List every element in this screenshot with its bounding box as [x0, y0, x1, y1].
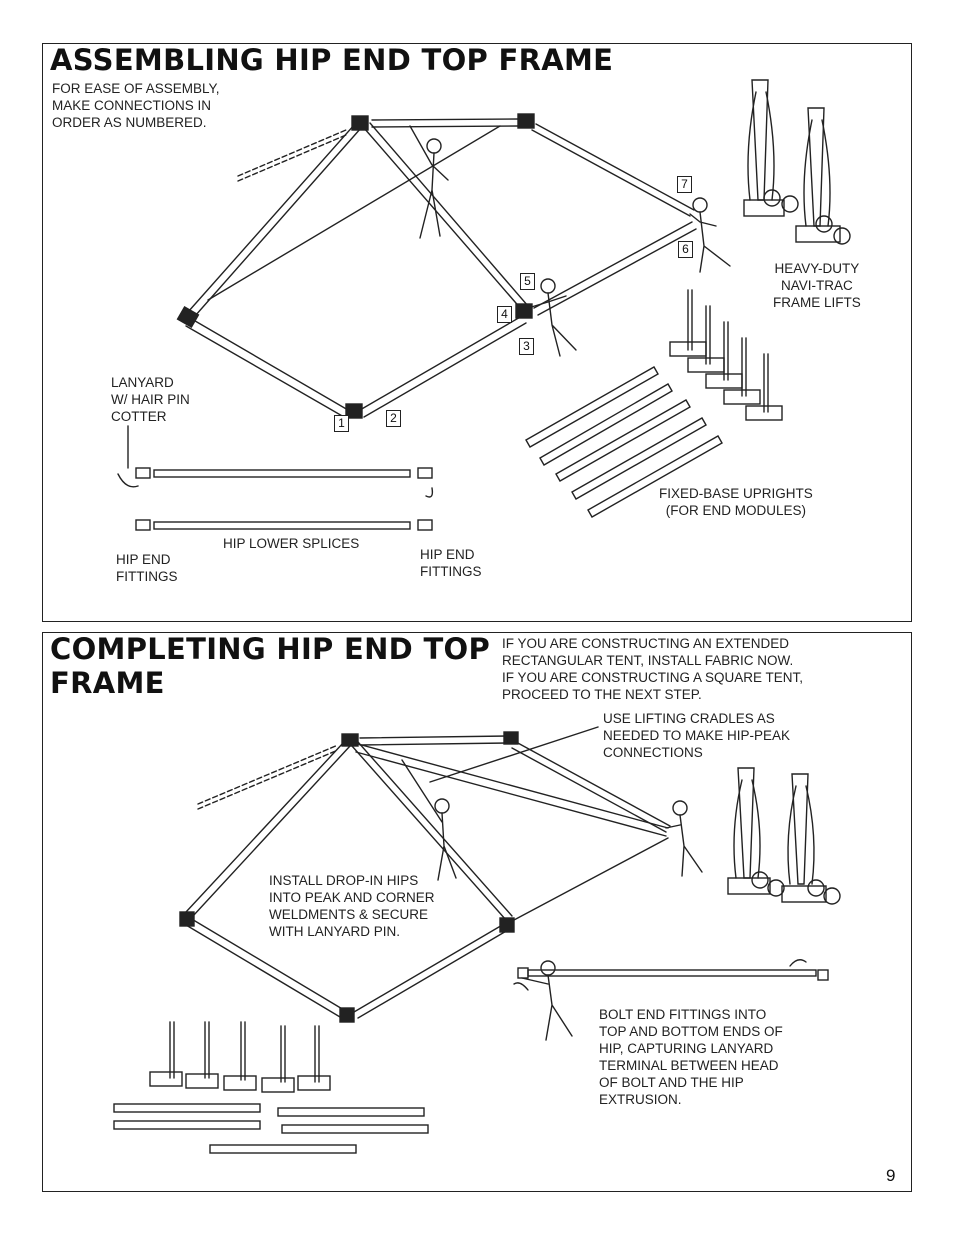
lanyard-label: LANYARD W/ HAIR PIN COTTER	[111, 375, 190, 424]
step-number: 6	[678, 241, 693, 258]
step-number: 3	[519, 338, 534, 355]
worker-figure-bolting	[521, 960, 573, 1041]
completing-panel	[42, 632, 912, 1192]
assembling-panel	[42, 43, 912, 622]
worker-figure-peak	[401, 759, 457, 881]
step-number: 4	[497, 306, 512, 323]
drop-in-hips-label: INSTALL DROP-IN HIPS INTO PEAK AND CORNE…	[269, 873, 435, 939]
front-right-rail	[359, 315, 527, 418]
section1-title: ASSEMBLING HIP END TOP FRAME	[50, 43, 614, 77]
fixed-base-uprights	[669, 289, 783, 421]
frame-lift-2	[795, 107, 851, 245]
hip-with-end-fittings	[513, 959, 829, 991]
step-number: 5	[520, 273, 535, 290]
frame-lift-1	[743, 79, 799, 217]
frame-lifts-label: HEAVY-DUTY NAVI-TRAC FRAME LIFTS	[773, 261, 861, 310]
hip-lower-splices	[117, 425, 434, 531]
assembly-order-instructions: FOR EASE OF ASSEMBLY, MAKE CONNECTIONS I…	[52, 81, 220, 130]
worker-figure-peak	[409, 125, 449, 239]
hip-lower-splices-label: HIP LOWER SPLICES	[223, 536, 360, 551]
fabric-note: IF YOU ARE CONSTRUCTING AN EXTENDED RECT…	[502, 636, 804, 702]
worker-figure-side	[689, 197, 731, 273]
step-number: 7	[677, 176, 692, 193]
upright-bars	[525, 366, 723, 518]
upright-bars	[113, 1103, 429, 1154]
fixed-base-uprights-label: FIXED-BASE UPRIGHTS (FOR END MODULES)	[659, 486, 813, 518]
front-left-rail	[185, 317, 349, 418]
worker-figure-side	[665, 800, 703, 877]
step-number: 1	[334, 415, 349, 432]
lifting-cradles-label: USE LIFTING CRADLES AS NEEDED TO MAKE HI…	[603, 711, 791, 760]
frame-lift-2	[781, 773, 841, 905]
page-number: 9	[886, 1166, 896, 1185]
bolt-end-fittings-label: BOLT END FITTINGS INTO TOP AND BOTTOM EN…	[599, 1007, 783, 1107]
section2-title: COMPLETING HIP END TOP FRAME	[50, 632, 491, 700]
hip-end-fittings-right-label: HIP END FITTINGS	[420, 547, 482, 579]
frame-lift-1	[727, 767, 785, 897]
fixed-base-uprights	[149, 1021, 331, 1093]
hip-end-fittings-left-label: HIP END FITTINGS	[116, 552, 178, 584]
worker-figure-corner	[527, 278, 577, 357]
step-number: 2	[386, 410, 401, 427]
